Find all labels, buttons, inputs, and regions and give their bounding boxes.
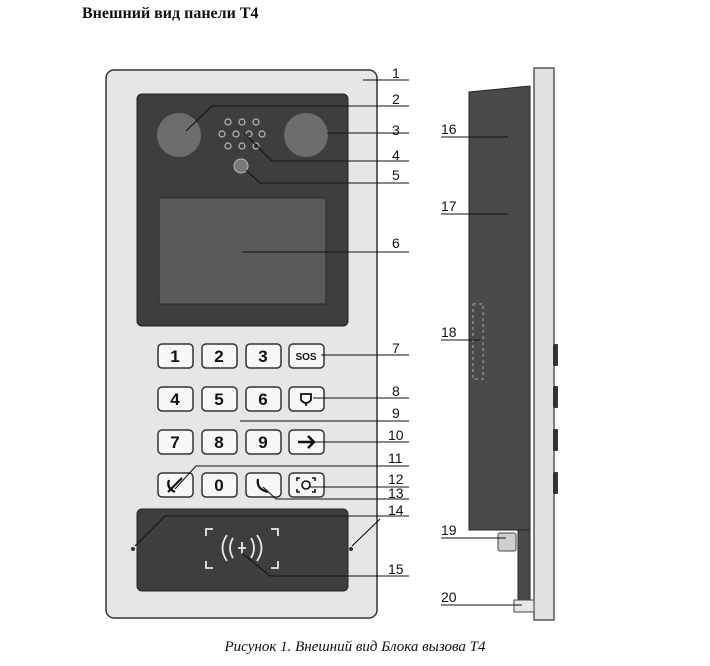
callout-19: 19	[441, 522, 457, 538]
key-4[interactable]	[157, 386, 194, 412]
callout-13: 13	[388, 485, 404, 501]
callout-3: 3	[392, 122, 400, 138]
side-button-3	[553, 429, 558, 451]
screw-left	[131, 547, 135, 551]
key-5[interactable]	[201, 386, 238, 412]
light-sensor	[233, 158, 249, 174]
callout-15: 15	[388, 561, 404, 577]
concierge-icon	[300, 393, 312, 406]
camera-left	[157, 113, 201, 157]
callout-17: 17	[441, 198, 457, 214]
side-body	[468, 85, 531, 531]
side-front-plate	[533, 67, 555, 621]
hangup-phone-icon	[167, 477, 183, 494]
callout-12: 12	[388, 471, 404, 487]
arrow-right-icon	[298, 435, 316, 449]
key-2-label: 2	[214, 347, 223, 366]
key-9[interactable]	[245, 429, 282, 455]
side-bracket	[497, 532, 517, 552]
callout-1: 1	[392, 65, 400, 81]
display-screen	[158, 197, 327, 305]
callout-20: 20	[441, 589, 457, 605]
side-button-1	[553, 344, 558, 366]
key-8[interactable]	[201, 429, 238, 455]
key-sos-label: SOS	[295, 352, 316, 363]
key-7-label: 7	[170, 433, 179, 452]
callout-8: 8	[392, 383, 400, 399]
callout-7: 7	[392, 340, 400, 356]
key-8-label: 8	[214, 433, 223, 452]
side-button-2	[553, 386, 558, 408]
screw-right	[349, 547, 353, 551]
rfid-reader-icon	[205, 528, 279, 569]
side-button-4	[553, 472, 558, 494]
callout-numbers: 1 2 3 4 5 6 7 8 9 10 11 12 13 14 15 16 1…	[388, 65, 457, 605]
key-7[interactable]	[157, 429, 194, 455]
key-call[interactable]	[245, 472, 282, 498]
callout-5: 5	[392, 167, 400, 183]
callout-6: 6	[392, 235, 400, 251]
key-4-label: 4	[170, 390, 180, 409]
key-0[interactable]	[201, 472, 238, 498]
figure-title: Внешний вид панели Т4	[82, 5, 259, 22]
key-concierge[interactable]	[288, 386, 325, 412]
keypad: 1 2 3 SOS 4 5 6 7 8 9	[157, 343, 325, 498]
figure-caption: Рисунок 1. Внешний вид Блока вызова Т4	[224, 639, 486, 655]
call-phone-icon	[256, 478, 269, 494]
key-1[interactable]	[157, 343, 194, 369]
key-1-label: 1	[170, 347, 179, 366]
callout-18: 18	[441, 324, 457, 340]
key-6[interactable]	[245, 386, 282, 412]
side-lower-body	[517, 529, 531, 601]
face-scan-icon	[296, 477, 316, 493]
key-0-label: 0	[214, 476, 223, 495]
key-sos[interactable]	[288, 343, 325, 369]
callout-14: 14	[388, 502, 404, 518]
callout-16: 16	[441, 121, 457, 137]
key-2[interactable]	[201, 343, 238, 369]
side-foot	[513, 599, 535, 613]
callout-9: 9	[392, 405, 400, 421]
key-3-label: 3	[258, 347, 267, 366]
callout-4: 4	[392, 147, 400, 163]
camera-right	[284, 113, 328, 157]
callout-2: 2	[392, 91, 400, 107]
key-face[interactable]	[288, 472, 325, 498]
key-5-label: 5	[214, 390, 223, 409]
leader-lines	[134, 79, 522, 606]
side-connector	[472, 303, 484, 380]
speaker-grill	[218, 118, 266, 150]
callout-11: 11	[388, 450, 403, 466]
key-3[interactable]	[245, 343, 282, 369]
key-6-label: 6	[258, 390, 267, 409]
key-9-label: 9	[258, 433, 267, 452]
callout-10: 10	[388, 427, 404, 443]
